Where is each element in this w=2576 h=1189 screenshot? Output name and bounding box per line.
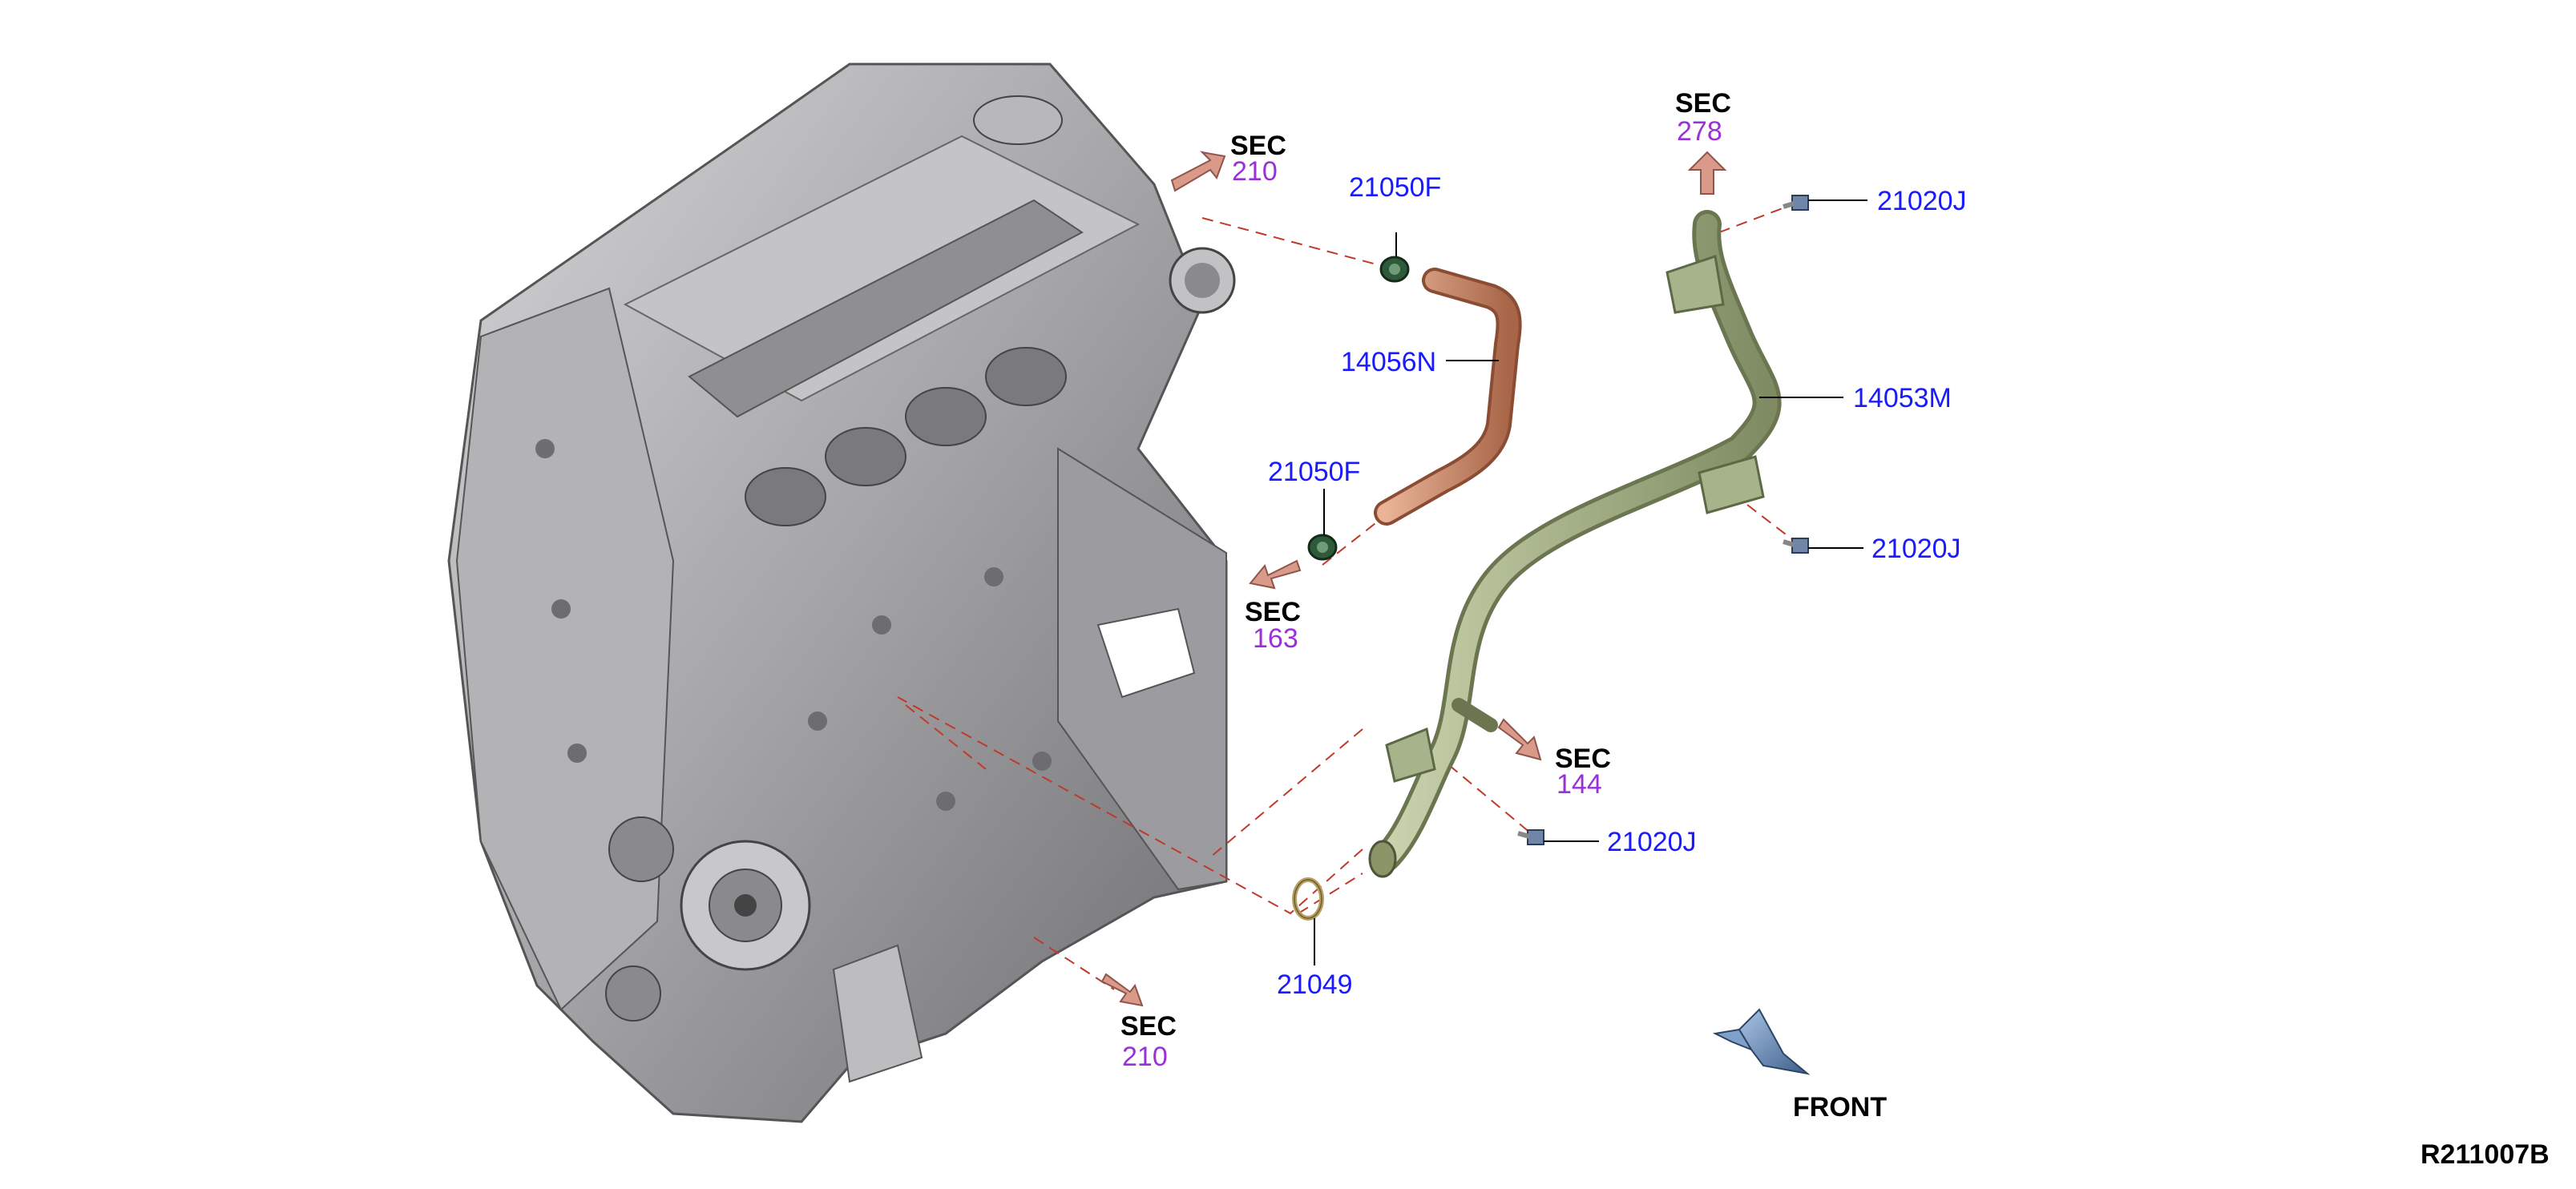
sec-163-arrow — [1249, 559, 1302, 590]
engine-block — [447, 62, 1236, 1123]
part-label-clamp-upper[interactable]: 21050F — [1349, 172, 1441, 203]
part-label-water-pipe[interactable]: 14053M — [1853, 383, 1952, 413]
hose-clamp-lower — [1307, 534, 1338, 561]
part-label-bolt-top[interactable]: 21020J — [1877, 186, 1967, 216]
sec-278-label[interactable]: SEC — [1675, 88, 1731, 119]
sec-278-number[interactable]: 278 — [1677, 116, 1722, 147]
gasket-o-ring — [1292, 877, 1324, 921]
part-label-bolt-low[interactable]: 21020J — [1607, 827, 1697, 857]
assembly-lines — [897, 201, 1800, 990]
sec-163-number[interactable]: 163 — [1253, 623, 1298, 654]
sec-144-label[interactable]: SEC — [1555, 744, 1611, 774]
front-arrow-icon — [1712, 1008, 1811, 1075]
part-label-gasket[interactable]: 21049 — [1277, 969, 1353, 1000]
water-hose — [1374, 268, 1522, 526]
sec-210-top-number[interactable]: 210 — [1232, 156, 1278, 187]
sec-210-bottom-number[interactable]: 210 — [1122, 1042, 1168, 1072]
sec-210-top-label[interactable]: SEC — [1230, 131, 1286, 161]
water-pipe — [1368, 210, 1782, 878]
front-label: FRONT — [1793, 1092, 1887, 1122]
sec-210-bottom-arrow — [1100, 973, 1144, 1007]
sec-163-label[interactable]: SEC — [1245, 597, 1301, 627]
part-label-hose[interactable]: 14056N — [1341, 347, 1436, 377]
sec-210-bottom-label[interactable]: SEC — [1120, 1011, 1177, 1042]
part-label-clamp-lower[interactable]: 21050F — [1268, 457, 1360, 487]
hose-clamp-upper — [1379, 256, 1410, 283]
diagram-id: R211007B — [2421, 1139, 2550, 1170]
sec-210-top-arrow — [1170, 151, 1226, 192]
bolt-21020J-mid — [1783, 538, 1809, 554]
sec-144-number[interactable]: 144 — [1557, 769, 1602, 800]
bolt-21020J-top — [1783, 195, 1809, 211]
part-label-bolt-mid[interactable]: 21020J — [1871, 534, 1961, 564]
sec-278-arrow — [1687, 151, 1727, 195]
sec-144-arrow — [1497, 718, 1542, 761]
leader-lines — [1314, 200, 1867, 965]
bolt-21020J-low — [1517, 829, 1544, 845]
